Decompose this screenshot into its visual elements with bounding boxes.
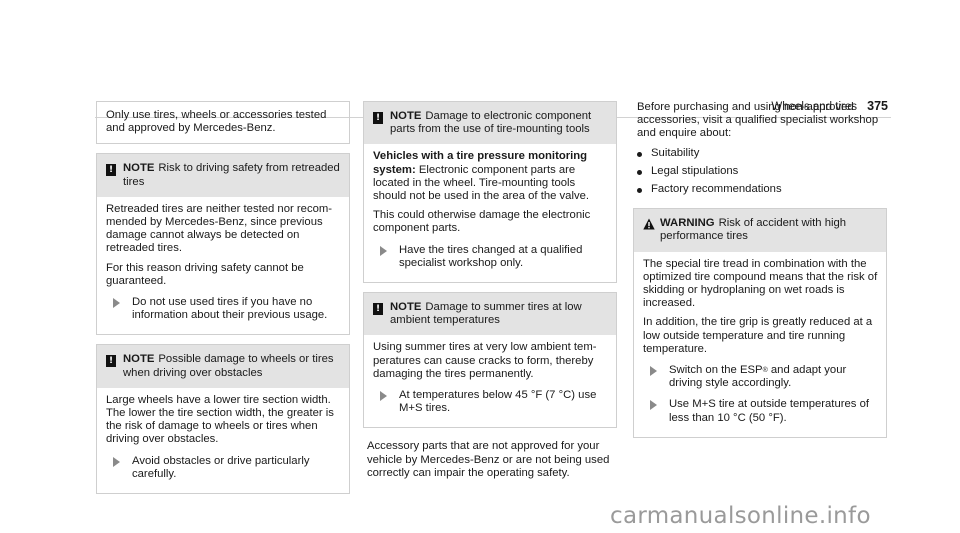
instruction-step: Have the tires changed at a qualified sp…: [373, 244, 608, 270]
note-label: NOTE: [390, 110, 422, 122]
intro-text: Only use tires, wheels or accessories te…: [106, 109, 327, 135]
watermark-text: carmanualsonline.info: [610, 503, 871, 529]
bullet-icon: [637, 188, 642, 194]
warning-triangle-icon: [643, 218, 655, 230]
note-paragraph: For this reason driving safety cannot be…: [106, 261, 304, 287]
list-item: Suitability: [633, 147, 887, 160]
accessory-paragraph: Accessory parts that are not approved fo…: [367, 440, 610, 479]
note-paragraph: Large wheels have a lower tire section w…: [106, 393, 334, 446]
note-title: Damage to electronic component parts fro…: [390, 110, 592, 136]
note-title: Risk to driving safety from retreaded ti…: [123, 162, 340, 188]
step-text: Have the tires changed at a qualified sp…: [399, 243, 583, 269]
condition-label: Vehicles with a tire pressure monitoring…: [373, 150, 588, 176]
arrow-right-icon: [380, 391, 387, 402]
warning-label: WARNING: [660, 217, 715, 230]
column-1: Only use tires, wheels or accessories te…: [96, 101, 350, 495]
note-label: NOTE: [123, 353, 155, 366]
step-text: Use M+S tire at outside temperatures of …: [669, 398, 869, 424]
warning-title: Risk of accident with high performance t…: [660, 217, 847, 243]
arrow-right-icon: [380, 245, 387, 256]
note-label: NOTE: [390, 301, 422, 314]
instruction-step: At temperatures below 45 °F (7 °C) use M…: [373, 389, 608, 415]
list-item: Legal stipulations: [633, 165, 887, 178]
step-text: Do not use used tires if you have no inf…: [132, 296, 328, 322]
arrow-right-icon: [113, 298, 120, 309]
condition-text: Electronic component parts are located i…: [373, 163, 590, 203]
section-title: Wheels and tires: [771, 101, 857, 113]
list-item: Factory recommendations: [633, 183, 887, 196]
column-3: Before purchasing and using non-approved…: [633, 101, 887, 438]
exclamation-icon: !: [373, 112, 383, 124]
warning-paragraph: In addition, the tire grip is greatly re…: [643, 316, 873, 355]
bullet-icon: [637, 169, 642, 175]
arrow-right-icon: [650, 400, 657, 411]
note-title: Damage to summer tires at low ambient te…: [390, 301, 582, 327]
note-paragraph: Using summer tires at very low ambient t…: [373, 341, 597, 380]
arrow-right-icon: [113, 456, 120, 467]
exclamation-icon: !: [373, 303, 383, 316]
note-paragraph: This could otherwise damage the electron…: [373, 209, 591, 235]
intro-box: Only use tires, wheels or accessories te…: [96, 101, 350, 145]
warning-paragraph: The special tire tread in combination wi…: [643, 257, 878, 310]
note-label: NOTE: [123, 162, 155, 175]
note-title: Possible damage to wheels or tires when …: [123, 353, 334, 379]
step-text: Avoid obstacles or drive particularly ca…: [132, 454, 310, 480]
instruction-step: Use M+S tire at outside temperatures of …: [643, 398, 878, 424]
note-paragraph: Vehicles with a tire pressure monitoring…: [373, 150, 608, 203]
intro-text: Before purchasing and using non-approved…: [637, 101, 879, 140]
arrow-right-icon: [650, 366, 657, 377]
note-paragraph: Retreaded tires are neither tested nor r…: [106, 202, 333, 255]
enquiry-list: Suitability Legal stipulations Factory r…: [633, 147, 887, 197]
instruction-step: Switch on the ESP® and adapt your drivin…: [643, 364, 878, 390]
page-number: 375: [867, 99, 888, 113]
instruction-step: Do not use used tires if you have no inf…: [106, 296, 341, 322]
step-text: At temperatures below 45 °F (7 °C) use M…: [399, 389, 597, 415]
instruction-step: Avoid obstacles or drive particularly ca…: [106, 455, 341, 481]
exclamation-icon: !: [106, 164, 116, 177]
exclamation-icon: !: [106, 355, 116, 368]
bullet-icon: [637, 151, 642, 157]
